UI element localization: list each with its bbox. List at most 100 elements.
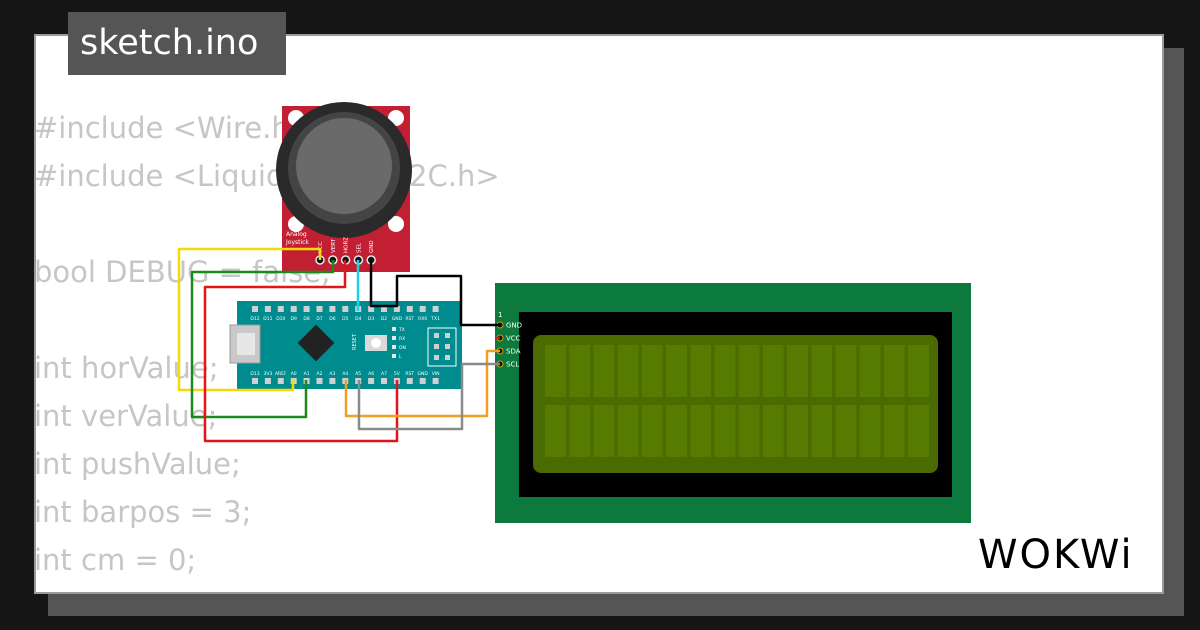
joystick-pin-label: VERT	[331, 238, 337, 253]
arduino-pin	[368, 306, 375, 312]
code-line: int horValue;	[34, 351, 219, 385]
arduino-pin	[303, 306, 310, 312]
file-name-tag: sketch.ino	[68, 12, 286, 75]
wokwi-logo: WOKWi	[978, 532, 1134, 578]
joystick-label-line1: Analog	[286, 231, 307, 238]
code-line: int pushValue;	[34, 447, 241, 481]
arduino-pin	[290, 306, 297, 312]
lcd-pin-label: SCL	[506, 361, 519, 369]
arduino-pin	[277, 306, 284, 312]
arduino-pin-label: D7	[316, 316, 322, 322]
wire-vert	[190, 260, 335, 419]
lcd-char-cell	[569, 345, 591, 397]
microcontroller-chip	[297, 324, 335, 362]
arduino-pin-label: A0	[291, 371, 297, 377]
joystick-pin-label: VCC	[318, 241, 324, 253]
arduino-pin-label: D4	[355, 316, 361, 322]
status-led	[392, 327, 396, 331]
reset-label: RESET	[352, 333, 358, 350]
lcd-pin-label: VCC	[506, 335, 521, 343]
arduino-pin	[419, 306, 426, 312]
icsp-pin	[445, 344, 450, 349]
arduino-pin-label: RX0	[418, 316, 427, 322]
lcd-char-cell	[641, 345, 663, 397]
arduino-pin	[432, 378, 439, 384]
lcd-char-cell	[569, 405, 591, 457]
lcd-char-cell	[690, 405, 712, 457]
arduino-pin-label: D11	[263, 316, 272, 322]
lcd-char-cell	[593, 345, 615, 397]
code-line: int cm = 0;	[34, 543, 197, 577]
wire-sda	[344, 349, 500, 418]
lcd-char-cell	[908, 405, 929, 457]
arduino-pin-label: D13	[250, 371, 259, 377]
icsp-pin	[445, 355, 450, 360]
status-led-label: RX	[399, 336, 405, 342]
lcd-char-cell	[908, 345, 929, 397]
arduino-pin	[419, 378, 426, 384]
arduino-pin-label: RST	[405, 371, 414, 377]
code-line: int barpos = 3;	[34, 495, 252, 529]
arduino-pin	[368, 378, 375, 384]
status-led-label: ON	[399, 345, 406, 351]
lcd-char-cell	[690, 345, 712, 397]
lcd-char-cell	[593, 405, 615, 457]
arduino-pin-label: GND	[418, 371, 429, 377]
arduino-pin	[432, 306, 439, 312]
lcd-char-cell	[787, 345, 808, 397]
arduino-pin-label: A4	[342, 371, 348, 377]
wire-horz	[203, 260, 399, 443]
lcd-character-grid	[545, 345, 929, 457]
reset-button-cap	[371, 338, 381, 348]
lcd-char-cell	[859, 405, 881, 457]
lcd-char-cell	[811, 345, 833, 397]
usb-port-inner	[237, 333, 255, 355]
arduino-pin-label: GND	[392, 316, 403, 322]
lcd-char-cell	[738, 345, 760, 397]
icsp-outline	[427, 327, 457, 367]
wires	[177, 247, 500, 443]
lcd-char-cell	[545, 405, 566, 457]
wire-vcc	[177, 247, 322, 392]
status-led	[392, 345, 396, 349]
arduino-pin-label: D2	[381, 316, 387, 322]
arduino-pin-label: 3V3	[263, 371, 272, 377]
lcd-pin-label: GND	[506, 322, 522, 330]
arduino-pin	[316, 378, 323, 384]
lcd-char-cell	[738, 405, 760, 457]
joystick-cap	[296, 118, 392, 214]
arduino-pin	[381, 306, 387, 312]
icsp-pin	[434, 333, 439, 338]
icsp-pin	[434, 355, 439, 360]
lcd-char-cell	[883, 345, 905, 397]
icsp-pin	[434, 344, 439, 349]
lcd-char-cell	[883, 405, 905, 457]
arduino-pin-label: 5V	[394, 371, 401, 377]
joystick-pin-label: GND	[369, 240, 375, 253]
arduino-pin-label: D10	[276, 316, 285, 322]
arduino-pin	[381, 378, 387, 384]
joystick-pin-label: HORZ	[344, 237, 350, 253]
joystick-pin-label: SEL	[356, 242, 362, 253]
arduino-pin	[406, 306, 413, 312]
wire-gnd	[369, 260, 500, 327]
arduino-pin	[277, 378, 284, 384]
arduino-pin-label: RST	[405, 316, 414, 322]
mount-hole	[388, 216, 404, 232]
wokwi-logo-text: WOKWi	[978, 532, 1134, 578]
arduino-pin-label: VIN	[432, 371, 440, 377]
arduino-pin-label: A2	[317, 371, 323, 377]
status-led-label: L	[399, 354, 402, 360]
lcd-char-cell	[714, 345, 736, 397]
arduino-pin-label: D9	[291, 316, 297, 322]
status-led	[392, 354, 396, 358]
lcd-char-cell	[859, 345, 881, 397]
wire-scl	[357, 362, 500, 431]
lcd-char-cell	[787, 405, 808, 457]
arduino-pin-label: D6	[329, 316, 335, 322]
